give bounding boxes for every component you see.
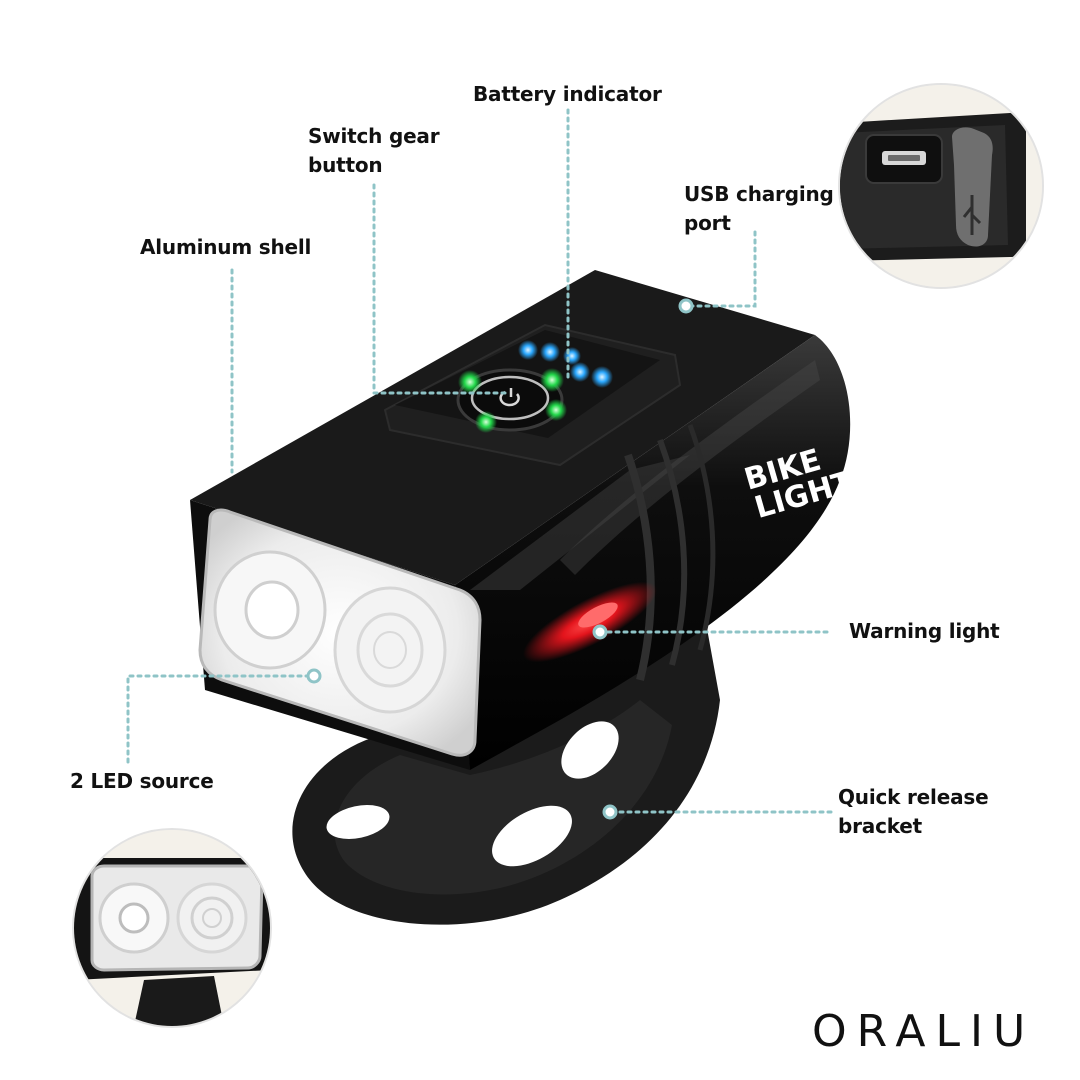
led-lens — [198, 508, 482, 757]
switch-gear-button-label: Switch gear button — [308, 124, 440, 177]
warning-light-dot — [592, 624, 608, 640]
led-source-label: 2 LED source — [70, 769, 214, 793]
usb-port-line — [688, 230, 757, 308]
aluminum-shell-label: Aluminum shell — [140, 235, 312, 259]
led-source-inset — [72, 828, 272, 1028]
brand-logo: ORALIU — [812, 1006, 1036, 1057]
usb-port-inset — [838, 83, 1044, 289]
quick-release-bracket-label: Quick release bracket — [838, 785, 989, 838]
led-closeup — [74, 830, 270, 1026]
led-source-dot — [306, 668, 322, 684]
bracket-dot — [602, 804, 618, 820]
battery-indicator — [458, 340, 613, 433]
usb-symbol-icon — [962, 195, 982, 235]
usb-port-dot — [678, 298, 694, 314]
warning-light — [522, 581, 658, 663]
warning-light-label: Warning light — [849, 619, 1000, 643]
switch-gear-line — [372, 183, 507, 395]
led-source-line — [126, 674, 314, 764]
usb-charging-port-label: USB charging port — [684, 182, 834, 235]
rubber-port-cover — [952, 127, 993, 247]
battery-indicator-label: Battery indicator — [473, 82, 662, 106]
usb-port-closeup — [840, 85, 1042, 287]
